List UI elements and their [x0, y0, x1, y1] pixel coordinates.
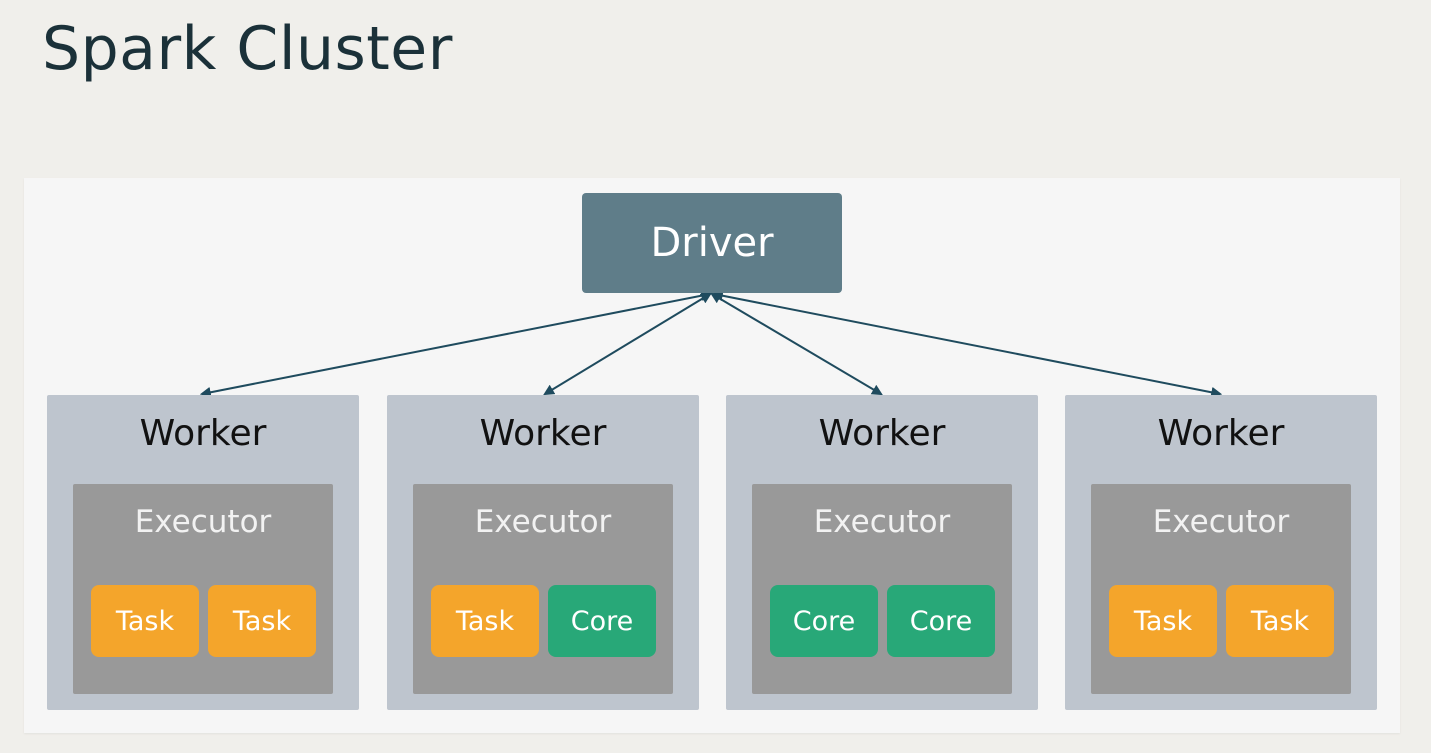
executor-label: Executor	[134, 504, 272, 540]
driver-label: Driver	[650, 220, 774, 266]
task-slot: Task	[208, 585, 316, 657]
worker-3: Worker Executor Core Core	[726, 395, 1038, 710]
executor: Executor Task Task	[1091, 484, 1351, 694]
core-slot: Core	[548, 585, 656, 657]
executor-label: Executor	[813, 504, 951, 540]
core-slot: Core	[887, 585, 995, 657]
task-slot: Task	[91, 585, 199, 657]
executor: Executor Core Core	[752, 484, 1012, 694]
worker-label: Worker	[139, 413, 267, 454]
worker-1: Worker Executor Task Task	[47, 395, 359, 710]
worker-label: Worker	[479, 413, 607, 454]
task-slot: Task	[1226, 585, 1334, 657]
core-slot: Core	[770, 585, 878, 657]
worker-4: Worker Executor Task Task	[1065, 395, 1377, 710]
executor: Executor Task Task	[73, 484, 333, 694]
worker-label: Worker	[1157, 413, 1285, 454]
executor-label: Executor	[474, 504, 612, 540]
executor: Executor Task Core	[413, 484, 673, 694]
worker-2: Worker Executor Task Core	[387, 395, 699, 710]
page-title: Spark Cluster	[42, 14, 453, 84]
task-slot: Task	[1109, 585, 1217, 657]
task-slot: Task	[431, 585, 539, 657]
driver-box: Driver	[582, 193, 842, 293]
worker-label: Worker	[818, 413, 946, 454]
executor-label: Executor	[1152, 504, 1290, 540]
